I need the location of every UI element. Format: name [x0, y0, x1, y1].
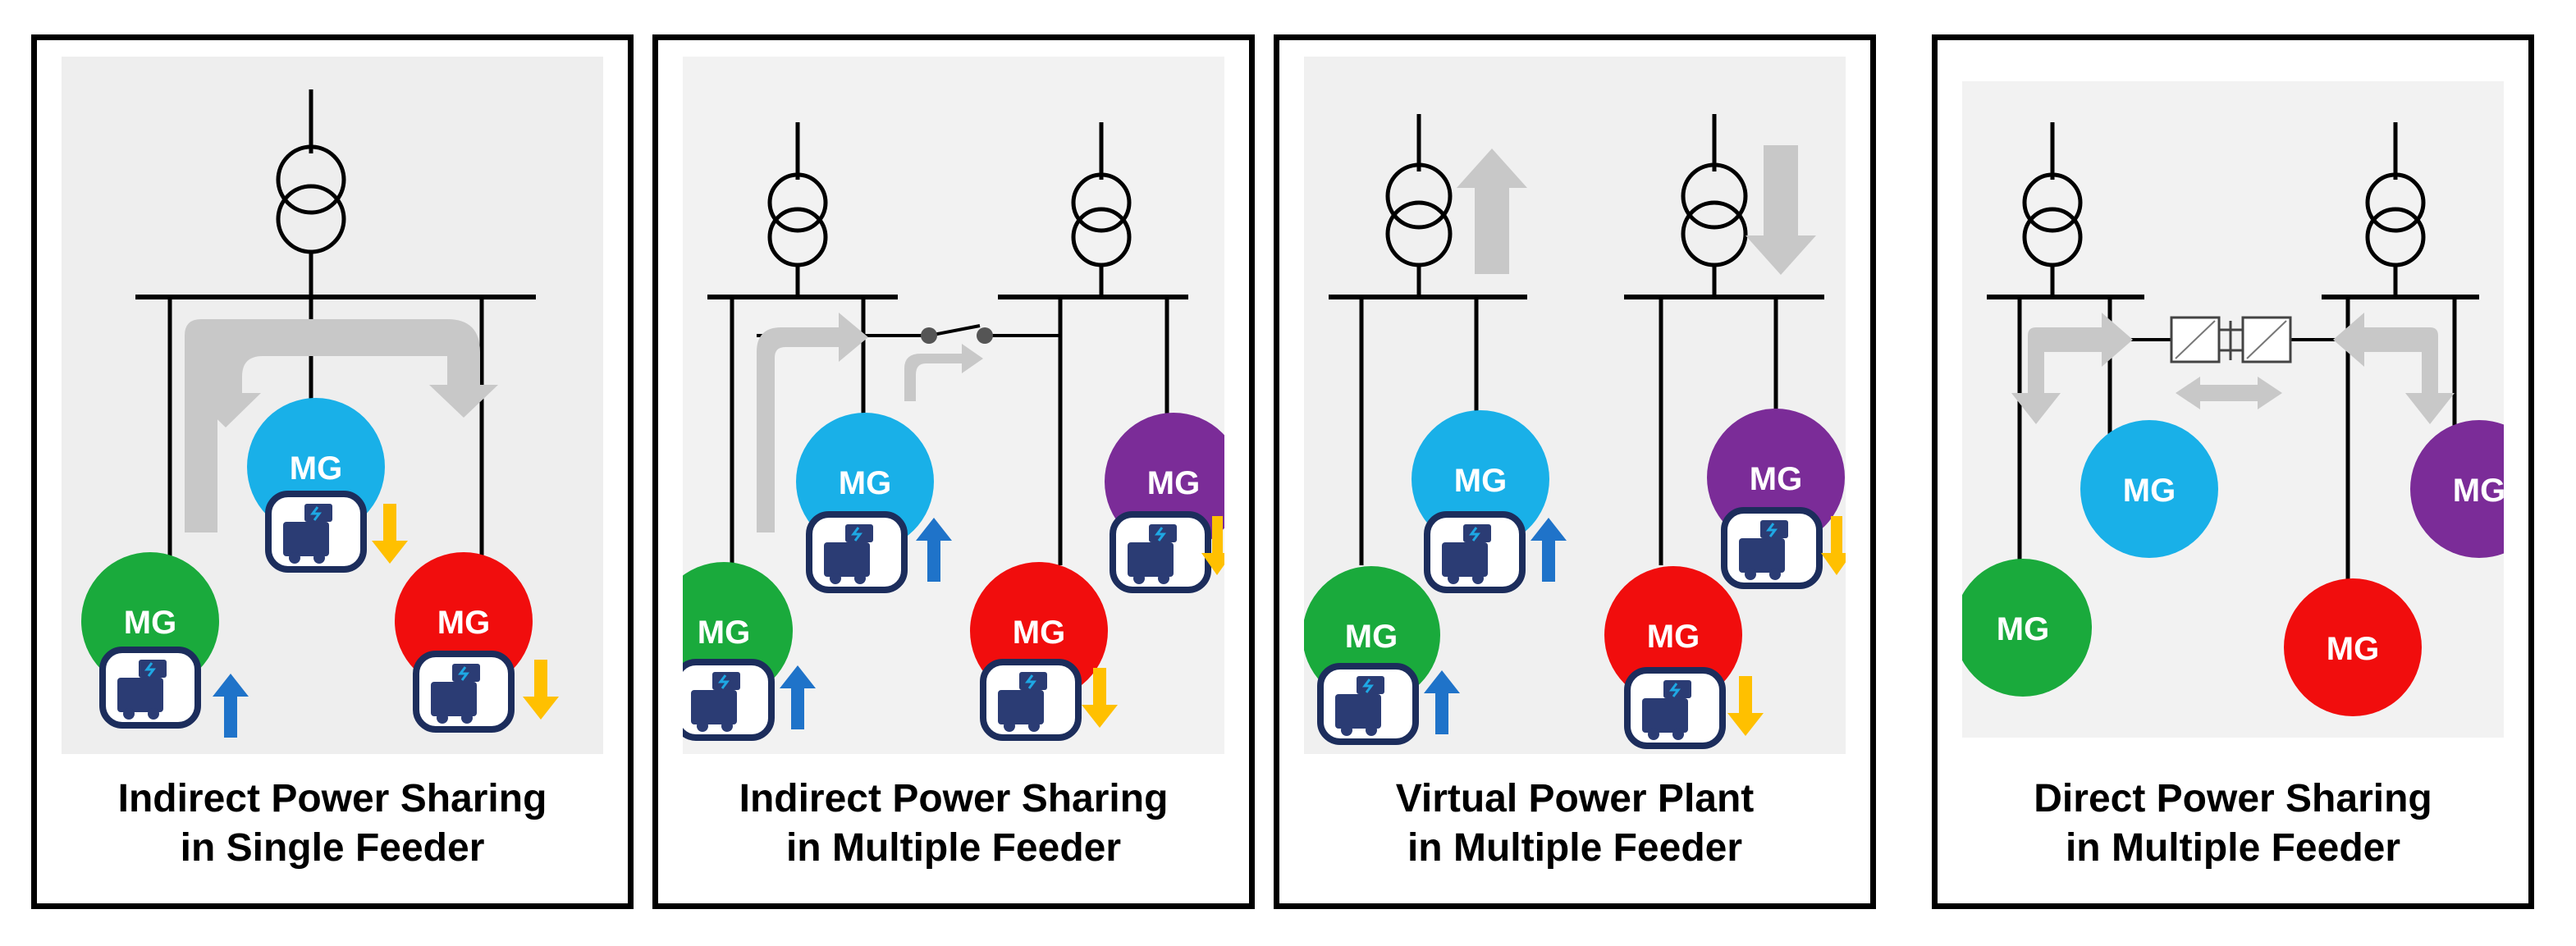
- transformer-icon: [1681, 114, 1748, 296]
- transformer-icon: [2365, 122, 2426, 296]
- grid-import-down-arrow-icon: [1746, 145, 1816, 275]
- energy-storage-icon: [413, 651, 515, 733]
- caption-line-1: Indirect Power Sharing: [739, 777, 1169, 820]
- caption-line-2: in Single Feeder: [180, 826, 485, 870]
- energy-storage-icon: [99, 647, 201, 729]
- panel-direct-power-sharing: MG MG MG MG Direct Power Sharing in Mult…: [1932, 34, 2534, 909]
- mg-label: MG: [1997, 611, 2049, 647]
- panel-caption: Direct Power Sharing in Multiple Feeder: [1938, 775, 2528, 873]
- energy-storage-icon: [1721, 507, 1823, 589]
- energy-storage-icon: [1110, 511, 1211, 593]
- diagram-single-feeder: MG MG MG: [62, 57, 603, 754]
- discharge-down-arrow-icon: [1821, 516, 1846, 575]
- mg-node-cyan: MG: [2080, 420, 2218, 558]
- caption-line-2: in Multiple Feeder: [1407, 826, 1743, 870]
- caption-line-2: in Multiple Feeder: [2065, 826, 2401, 870]
- transformer-icon: [767, 122, 828, 296]
- transformer-icon: [1385, 114, 1453, 296]
- diagram-virtual-power-plant: MG MG MG MG: [1304, 57, 1846, 754]
- charge-up-arrow-icon: [780, 665, 816, 729]
- power-flow-arrow: [2011, 313, 2455, 424]
- transformer-icon: [276, 89, 346, 296]
- mg-label: MG: [839, 465, 891, 501]
- discharge-down-arrow-icon: [1727, 676, 1764, 736]
- transformer-icon: [2022, 122, 2083, 296]
- energy-storage-icon: [980, 659, 1082, 741]
- power-converter-icon: [2110, 316, 2348, 363]
- energy-storage-icon: [1317, 663, 1419, 745]
- mg-label: MG: [2327, 631, 2379, 667]
- discharge-down-arrow-icon: [372, 504, 408, 564]
- mg-label: MG: [1647, 619, 1700, 655]
- charge-up-arrow-icon: [1531, 518, 1567, 582]
- discharge-down-arrow-icon: [523, 660, 559, 720]
- panel-virtual-power-plant: MG MG MG MG: [1274, 34, 1876, 909]
- mg-node-green: MG: [1962, 559, 2092, 697]
- grid-export-up-arrow-icon: [1457, 149, 1527, 274]
- mg-node-red: MG: [2284, 578, 2422, 716]
- mg-label: MG: [1454, 463, 1507, 499]
- caption-line-1: Indirect Power Sharing: [117, 777, 547, 820]
- charge-up-arrow-icon: [1424, 670, 1460, 734]
- charge-up-arrow-icon: [916, 518, 952, 582]
- mg-label: MG: [2453, 473, 2504, 509]
- caption-line-1: Virtual Power Plant: [1395, 777, 1755, 820]
- diagram-multi-feeder-indirect: MG MG MG MG: [683, 57, 1224, 754]
- energy-storage-icon: [683, 659, 775, 741]
- charge-up-arrow-icon: [213, 674, 249, 738]
- mg-label: MG: [1147, 465, 1200, 501]
- mg-label: MG: [290, 450, 342, 487]
- mg-label: MG: [437, 605, 490, 641]
- panel-caption: Virtual Power Plant in Multiple Feeder: [1279, 775, 1870, 873]
- caption-line-1: Direct Power Sharing: [2034, 777, 2432, 820]
- energy-storage-icon: [265, 491, 367, 573]
- mg-label: MG: [1750, 461, 1802, 497]
- energy-storage-icon: [806, 511, 908, 593]
- discharge-down-arrow-icon: [1082, 668, 1118, 728]
- panel-caption: Indirect Power Sharing in Multiple Feede…: [658, 775, 1249, 873]
- discharge-down-arrow-icon: [1201, 516, 1224, 575]
- power-flow-arrow: [185, 319, 498, 532]
- panel-multi-feeder-indirect: MG MG MG MG: [652, 34, 1255, 909]
- mg-label: MG: [1013, 615, 1065, 651]
- energy-storage-icon: [1624, 667, 1726, 749]
- mg-node-purple: MG: [2410, 420, 2504, 558]
- mg-label: MG: [698, 615, 750, 651]
- mg-label: MG: [124, 605, 176, 641]
- transformer-icon: [1071, 122, 1132, 296]
- mg-label: MG: [1345, 619, 1398, 655]
- caption-line-2: in Multiple Feeder: [785, 826, 1122, 870]
- panel-single-feeder-indirect: MG MG MG: [31, 34, 634, 909]
- power-flow-arrow: [757, 313, 983, 532]
- panel-caption: Indirect Power Sharing in Single Feeder: [37, 775, 628, 873]
- diagram-direct-power-sharing: MG MG MG MG: [1962, 81, 2504, 738]
- mg-label: MG: [2123, 473, 2176, 509]
- energy-storage-icon: [1424, 511, 1526, 593]
